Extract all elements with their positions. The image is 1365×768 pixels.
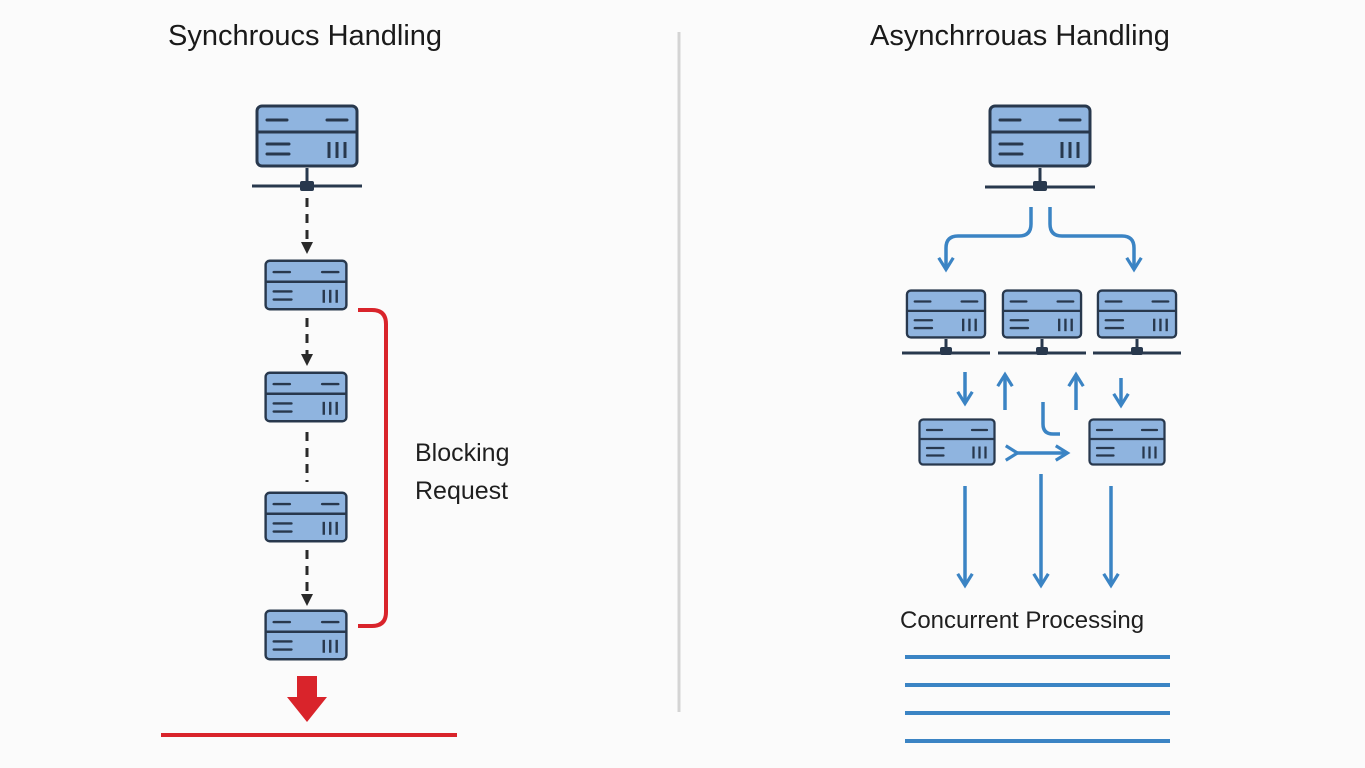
server-icon [264, 259, 348, 311]
async-exchange-arrows [956, 371, 1130, 462]
blocking-label-line2: Request [415, 477, 509, 505]
sync-title: Synchroucs Handling [168, 20, 443, 52]
blocking-request-label: Blocking Request [415, 434, 510, 510]
concurrent-output-lines [905, 655, 1170, 743]
network-server-icon [1001, 289, 1083, 339]
async-title: Asynchrrouas Handling [870, 20, 1170, 52]
network-server-icon [1096, 289, 1178, 339]
network-server-icon [905, 289, 987, 339]
blocking-label-line1: Blocking [415, 439, 510, 467]
async-worker-servers [902, 289, 1181, 355]
async-fanout-arrows [937, 207, 1143, 273]
blocking-bracket [358, 308, 388, 628]
down-arrow-icon [287, 676, 327, 722]
concurrent-processing-label: Concurrent Processing [900, 607, 1145, 634]
server-icon [1088, 418, 1166, 466]
server-icon [264, 609, 348, 661]
server-icon [264, 371, 348, 423]
server-icon [918, 418, 996, 466]
sync-top-server [252, 104, 362, 191]
network-server-icon [988, 104, 1092, 168]
server-icon [264, 491, 348, 543]
network-server-icon [255, 104, 359, 168]
async-top-server [985, 104, 1095, 191]
async-output-arrows [956, 474, 1120, 589]
